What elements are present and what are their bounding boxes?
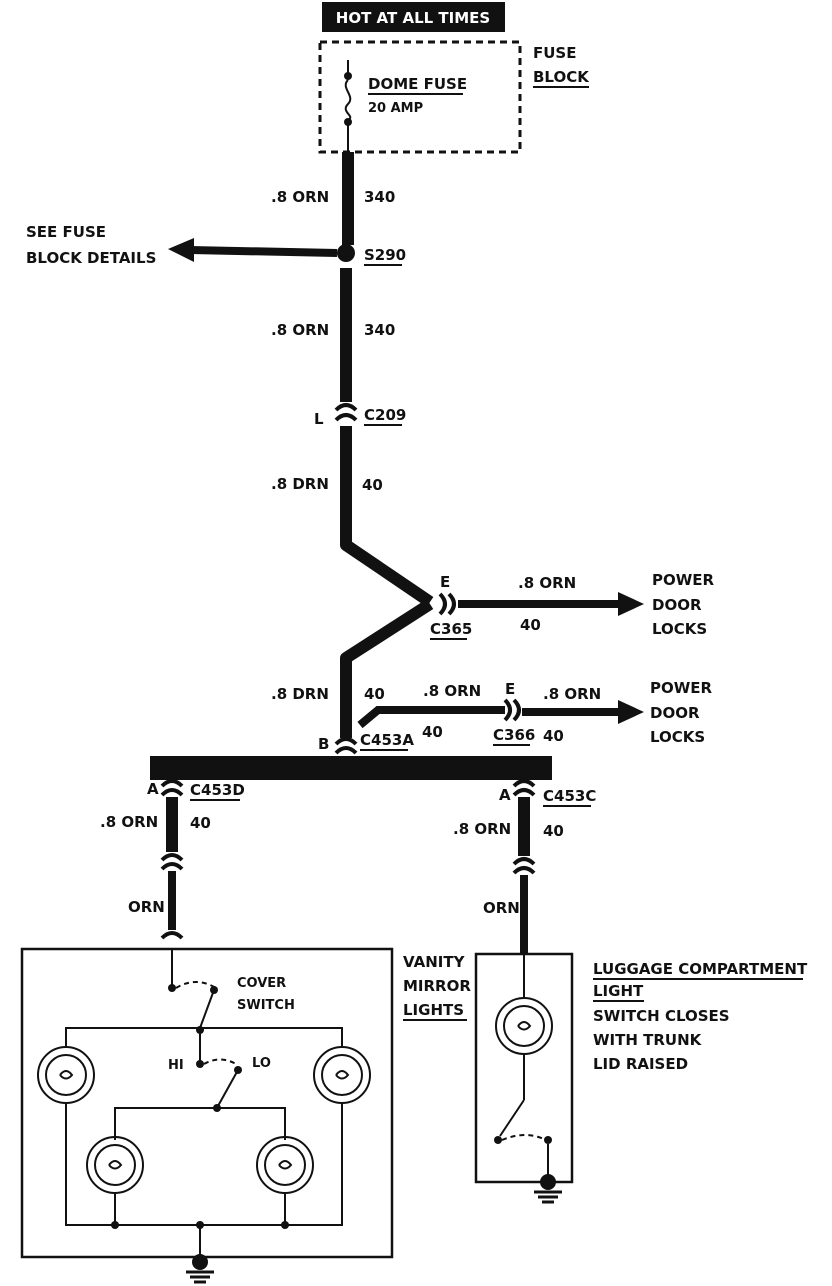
splice-id-label: S290: [364, 246, 406, 264]
connector-id-label: C366: [493, 726, 535, 744]
wire-size-label: ORN: [483, 899, 520, 917]
luggage-title-2: LIGHT: [593, 982, 644, 1000]
see-fuse-label-1: SEE FUSE: [26, 223, 106, 241]
luggage-note-2: WITH TRUNK: [593, 1031, 703, 1049]
circuit-number-label: 40: [362, 476, 383, 494]
wire-40-to-c365: [340, 426, 434, 607]
circuit-number-label: 340: [364, 321, 395, 339]
circuit-number-label: 40: [520, 616, 541, 634]
wire-size-label: .8 DRN: [271, 685, 329, 703]
circuit-number-label: 40: [543, 727, 564, 745]
splice-s290: [337, 244, 355, 262]
connector-id-label: C453C: [543, 787, 596, 805]
ground-icon: [534, 1174, 562, 1204]
connector-id-label: C453A: [360, 731, 414, 749]
cover-switch-label-1: COVER: [237, 976, 286, 991]
cover-switch-label-2: SWITCH: [237, 998, 295, 1013]
lamp-icon: [86, 1136, 144, 1194]
connector-id-label: C365: [430, 620, 472, 638]
power-door-locks-label-3: LOCKS: [652, 620, 707, 638]
ground-icon: [186, 1254, 214, 1284]
hi-label: HI: [168, 1058, 184, 1073]
vanity-label-2: MIRROR: [403, 977, 471, 995]
pin-label: E: [440, 573, 450, 591]
wire-size-label: .8 ORN: [518, 574, 576, 592]
lamp-icon: [313, 1046, 371, 1104]
hot-label: HOT AT ALL TIMES: [336, 9, 490, 27]
fuse-block-label-2: BLOCK: [533, 68, 590, 86]
cover-switch-icon: [199, 989, 215, 1029]
inline-connector-icon: [160, 853, 184, 862]
vanity-label-1: VANITY: [403, 953, 466, 971]
power-door-locks-label-1: POWER: [650, 679, 713, 697]
fuse-rating: 20 AMP: [368, 101, 423, 116]
wire-size-label: .8 ORN: [271, 321, 329, 339]
arrow-right-icon: [618, 592, 644, 616]
vanity-label-3: LIGHTS: [403, 1001, 464, 1019]
dome-fuse-label: DOME FUSE: [368, 75, 467, 93]
circuit-number-label: 40: [422, 723, 443, 741]
lamp-icon: [37, 1046, 95, 1104]
connector-c209: L C209: [314, 403, 406, 428]
hot-at-all-times-header: HOT AT ALL TIMES: [322, 2, 505, 32]
arrow-left-icon: [168, 238, 194, 262]
connector-c453c: A C453C: [499, 779, 596, 807]
pin-label: E: [505, 680, 515, 698]
circuit-number-label: 40: [364, 685, 385, 703]
wire-40-to-c453a: [340, 598, 434, 738]
fuse-symbol-icon: [344, 79, 352, 121]
connector-id-label: C453D: [190, 781, 245, 799]
vanity-mirror-lights: COVER SWITCH HI LO: [20, 947, 394, 1284]
inline-connector-icon: [160, 931, 184, 940]
fuse-block: DOME FUSE 20 AMP FUSE BLOCK: [318, 40, 590, 154]
wire-size-label: ORN: [128, 898, 165, 916]
luggage-note-3: LID RAISED: [593, 1055, 688, 1073]
fuse-block-outline: [318, 40, 522, 154]
connector-c453a: B C453A: [318, 731, 414, 755]
power-door-locks-label-2: DOOR: [650, 704, 700, 722]
connector-id-label: C209: [364, 406, 406, 424]
wire-size-label: .8 ORN: [453, 820, 511, 838]
lo-label: LO: [252, 1056, 271, 1071]
lamp-icon: [495, 997, 553, 1055]
wire-branch-to-c366: [357, 706, 505, 729]
wire-size-label: .8 ORN: [271, 188, 329, 206]
wire-size-label: .8 ORN: [423, 682, 481, 700]
fuse-block-label-1: FUSE: [533, 44, 576, 62]
pin-label: L: [314, 410, 324, 428]
power-door-locks-label-3: LOCKS: [650, 728, 705, 746]
circuit-number-label: 340: [364, 188, 395, 206]
luggage-compartment-light: [474, 952, 574, 1204]
connector-c366: E C366: [493, 680, 535, 746]
wire-size-label: .8 ORN: [100, 813, 158, 831]
wire-size-label: .8 DRN: [271, 475, 329, 493]
power-door-locks-label-2: DOOR: [652, 596, 702, 614]
see-fuse-label-2: BLOCK DETAILS: [26, 249, 156, 267]
luggage-note-1: SWITCH CLOSES: [593, 1007, 730, 1025]
inline-connector-icon: [512, 857, 536, 866]
wire-size-label: .8 ORN: [543, 685, 601, 703]
circuit-number-label: 40: [543, 822, 564, 840]
hi-lo-switch-icon: [217, 1069, 239, 1107]
circuit-number-label: 40: [190, 814, 211, 832]
luggage-title-1: LUGGAGE COMPARTMENT: [593, 960, 808, 978]
trunk-lid-switch-icon: [499, 1099, 525, 1137]
arrow-right-icon: [618, 700, 644, 724]
c453-connector-body: [150, 756, 552, 780]
pin-label: A: [147, 780, 159, 798]
pin-label: A: [499, 786, 511, 804]
lamp-icon: [256, 1136, 314, 1194]
connector-c365: E C365: [430, 573, 472, 640]
power-door-locks-label-1: POWER: [652, 571, 715, 589]
connector-c453d: A C453D: [147, 779, 245, 801]
pin-label: B: [318, 735, 329, 753]
wire-to-fuse-details: [189, 246, 338, 257]
